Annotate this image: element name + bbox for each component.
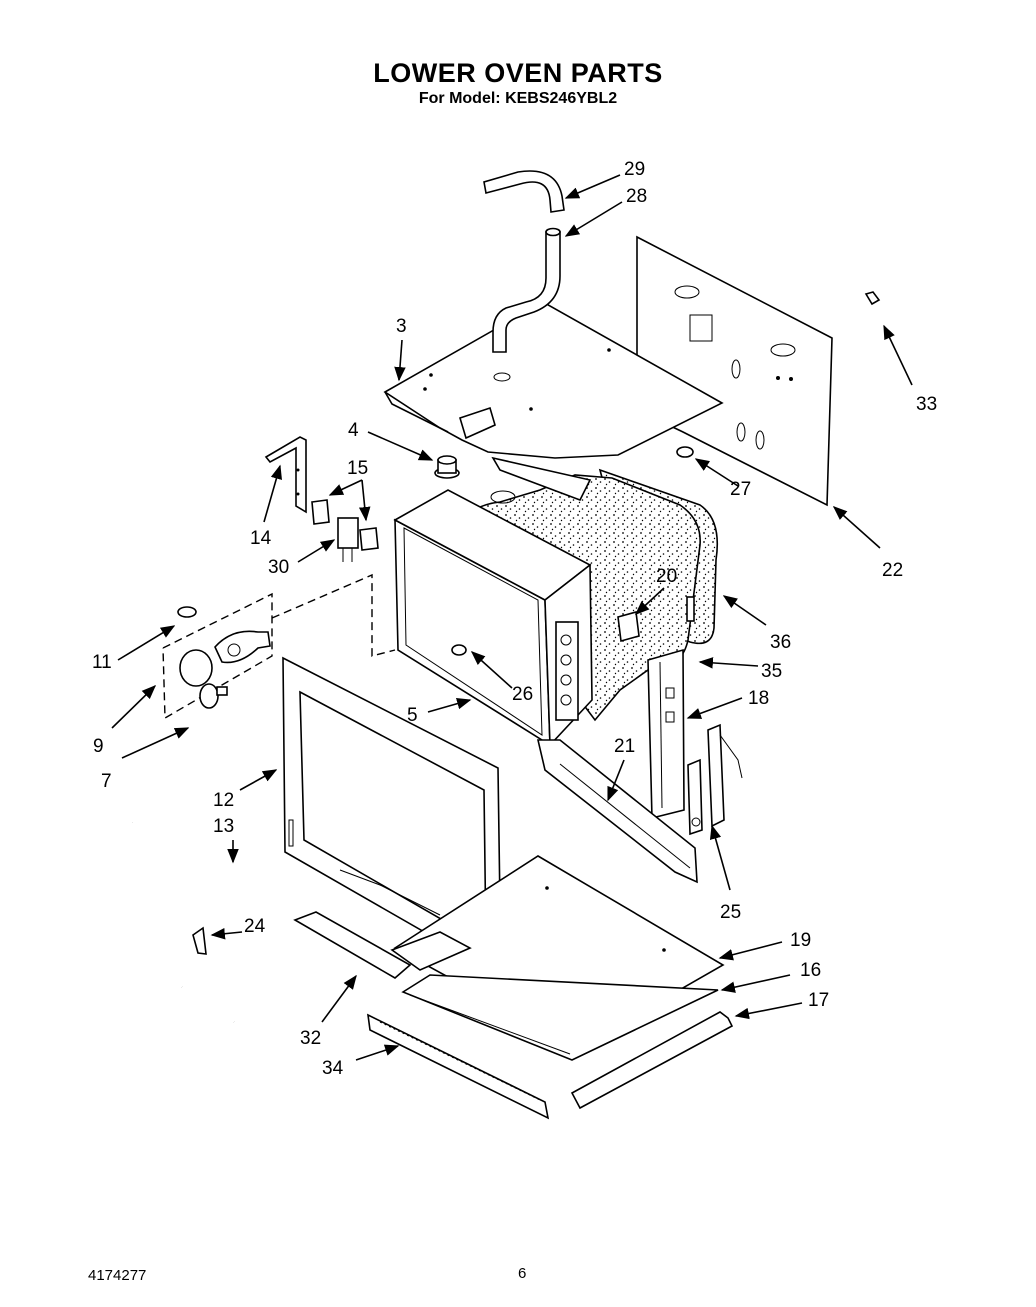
callout-34: 34	[322, 1058, 344, 1079]
callout-24: 24	[244, 916, 266, 937]
callout-35: 35	[761, 661, 782, 682]
callout-13: 13	[213, 816, 234, 837]
part-27-plug	[676, 446, 694, 458]
callout-9: 9	[93, 736, 104, 757]
callout-arrows	[111, 174, 913, 1061]
part-17-rail	[570, 1011, 734, 1110]
callout-15: 15	[347, 458, 368, 479]
callout-14: 14	[250, 528, 272, 549]
light-assembly-group	[162, 573, 396, 720]
part-13-door-gasket	[128, 821, 290, 1048]
part-33-clip	[864, 291, 881, 306]
callout-29: 29	[624, 159, 645, 180]
callout-25: 25	[720, 902, 741, 923]
part-16-bottom-liner	[401, 974, 719, 1061]
part-5-oven-cavity	[393, 456, 593, 747]
part-4-thermal-switch	[434, 455, 460, 479]
page-number: 6	[518, 1265, 527, 1282]
document-number: 4174277	[88, 1267, 147, 1284]
callout-labels: 29 28 3 4 15 14 30 11 9 7 12 13 24 5 26 …	[92, 159, 937, 1079]
callout-21: 21	[614, 736, 635, 757]
callout-32: 32	[300, 1028, 321, 1049]
callout-19: 19	[790, 930, 811, 951]
part-3-top-plate	[383, 301, 724, 459]
part-15-switch-cover	[311, 499, 379, 551]
callout-3: 3	[396, 316, 407, 337]
callout-16: 16	[800, 960, 821, 981]
part-32-vent-plate	[293, 911, 472, 979]
part-25-door-hinge	[687, 723, 743, 836]
part-14-bracket	[264, 436, 307, 514]
part-26-sensor	[451, 644, 467, 656]
part-24-gasket-clip	[192, 926, 207, 955]
part-29-vent-elbow	[483, 170, 565, 213]
callout-17: 17	[808, 990, 829, 1011]
callout-27: 27	[730, 479, 751, 500]
page-title: LOWER OVEN PARTS	[373, 58, 663, 88]
callout-30: 30	[268, 557, 289, 578]
part-12-front-frame	[282, 656, 502, 978]
model-subtitle: For Model: KEBS246YBL2	[418, 90, 618, 107]
part-34-kick-plate	[367, 1013, 550, 1120]
callout-22: 22	[882, 560, 903, 581]
callout-4: 4	[348, 420, 359, 441]
callout-12: 12	[213, 790, 234, 811]
callout-11: 11	[92, 652, 112, 673]
callout-5: 5	[407, 705, 418, 726]
callout-26: 26	[512, 684, 533, 705]
part-28-vent-tube	[492, 227, 561, 353]
part-30-door-switch	[337, 517, 359, 562]
part-18-side-bracket	[647, 648, 685, 820]
callout-20: 20	[656, 566, 677, 587]
callout-7: 7	[101, 771, 112, 792]
callout-18: 18	[748, 688, 769, 709]
callout-28: 28	[626, 186, 647, 207]
callout-36: 36	[770, 632, 791, 653]
callout-33: 33	[916, 394, 937, 415]
part-21-support-rail	[536, 739, 698, 884]
